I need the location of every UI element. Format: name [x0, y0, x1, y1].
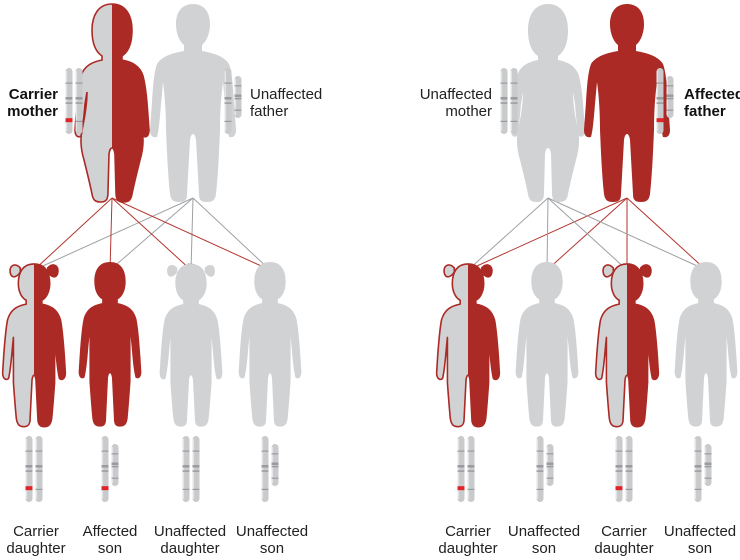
panel1-child1-label: Carrier daughter — [0, 523, 74, 557]
panel1-child1-chromosomes-x2 — [36, 436, 43, 502]
panel1-child4-label-line1: Unaffected — [232, 523, 312, 540]
panel1-child2-label: Affected son — [72, 523, 148, 557]
panel1-mother-label: Carrier mother — [2, 86, 58, 120]
panel1-arrow-mother-child1 — [34, 198, 112, 270]
panel1-child4-chromosomes-x — [262, 436, 269, 502]
panel1-child3-label: Unaffected daughter — [150, 523, 230, 557]
panel2-child4-label: Unaffected son — [660, 523, 740, 557]
panel1-child2-chromosomes-y — [112, 444, 119, 486]
panel2-arrow-mother-child1 — [468, 198, 548, 270]
panel2-child2-chromosomes-y — [547, 444, 554, 486]
panel1-child4-label: Unaffected son — [232, 523, 312, 557]
panel1-arrow-mother-child3 — [112, 198, 191, 270]
panel2-child3-label-line1: Carrier — [586, 523, 662, 540]
mutation-marker — [458, 486, 465, 490]
panel2-child4-label-line2: son — [660, 540, 740, 557]
panel2-father-chromosomes-x — [657, 68, 664, 134]
panel2-mother-chromosomes-x2 — [511, 68, 518, 134]
panel2-father-chromosomes-y — [667, 76, 674, 118]
panel1-arrow-father-child4 — [193, 198, 270, 270]
panel2-child3-chromosomes-x2 — [626, 436, 633, 502]
panel1-mother-figure — [75, 4, 149, 202]
panel1-father-label-line2: father — [250, 103, 330, 120]
panel2-child1-chromosomes-x1 — [458, 436, 465, 502]
mutation-marker — [66, 118, 73, 122]
panel1-child2-label-line2: son — [72, 540, 148, 557]
panel1-father-label: Unaffected father — [250, 86, 330, 120]
panel2-father-label: Affected father — [684, 86, 740, 120]
panel2-child4-label-line1: Unaffected — [660, 523, 740, 540]
panel2-child2-figure — [516, 262, 579, 427]
mutation-marker — [616, 486, 623, 490]
panel2-child2-label-line2: son — [504, 540, 584, 557]
panel2-child4-chromosomes-x — [695, 436, 702, 502]
panel2-child3-chromosomes-x1 — [616, 436, 623, 502]
panel1-child3-label-line2: daughter — [150, 540, 230, 557]
panel2-mother-label-line1: Unaffected — [408, 86, 492, 103]
panel2-mother-chromosomes-x1 — [501, 68, 508, 134]
panel2-child1-figure — [437, 264, 500, 427]
panel1-father-figure — [150, 4, 236, 202]
panel1-child1-label-line1: Carrier — [0, 523, 74, 540]
panel2-mother-label-line2: mother — [408, 103, 492, 120]
panel2-child1-label: Carrier daughter — [430, 523, 506, 557]
panel2-child2-label-line1: Unaffected — [504, 523, 584, 540]
panel1-father-chromosomes-x — [225, 68, 232, 134]
panel2-child4-chromosomes-y — [705, 444, 712, 486]
panel1-child4-label-line2: son — [232, 540, 312, 557]
panel2-child3-figure — [596, 264, 659, 427]
panel1-mother-chromosomes-x2 — [76, 68, 83, 134]
panel2-child3-label-line2: daughter — [586, 540, 662, 557]
panel1-father-label-line1: Unaffected — [250, 86, 330, 103]
panel2-arrow-father-child4 — [627, 198, 706, 270]
panel1-father-chromosomes-y — [235, 76, 242, 118]
panel1-child2-chromosomes-x — [102, 436, 109, 502]
panel1-child3-chromosomes-x2 — [193, 436, 200, 502]
panel2-mother-figure — [511, 4, 585, 202]
panel1-child2-figure — [79, 262, 142, 427]
panel2-child1-label-line1: Carrier — [430, 523, 506, 540]
panel1-child1-chromosomes-x1 — [26, 436, 33, 502]
panel2-child1-label-line2: daughter — [430, 540, 506, 557]
mutation-marker — [657, 118, 664, 122]
panel2-father-label-line1: Affected — [684, 86, 740, 103]
panel1-child3-chromosomes-x1 — [183, 436, 190, 502]
panel1-child1-figure — [3, 264, 66, 427]
panel2-arrow-mother-child2 — [547, 198, 548, 270]
panel1-child2-label-line1: Affected — [72, 523, 148, 540]
panel2-child1-chromosomes-x2 — [468, 436, 475, 502]
panel1-arrow-father-child1 — [34, 198, 193, 270]
panel2-child3-label: Carrier daughter — [586, 523, 662, 557]
panel1-child3-figure — [160, 264, 223, 427]
panel1-child4-chromosomes-y — [272, 444, 279, 486]
mutation-marker — [26, 486, 33, 490]
panel1-mother-label-line1: Carrier — [2, 86, 58, 103]
mutation-marker — [102, 486, 109, 490]
panel1-child1-label-line2: daughter — [0, 540, 74, 557]
panel2-child2-label: Unaffected son — [504, 523, 584, 557]
panel1-mother-chromosomes-x1 — [66, 68, 73, 134]
panel2-child2-chromosomes-x — [537, 436, 544, 502]
panel1-child3-label-line1: Unaffected — [150, 523, 230, 540]
panel1-arrow-mother-child2 — [110, 198, 112, 270]
panel1-mother-label-line2: mother — [2, 103, 58, 120]
panel2-child4-figure — [675, 262, 738, 427]
panel2-mother-label: Unaffected mother — [408, 86, 492, 120]
panel2-father-label-line2: father — [684, 103, 740, 120]
panel1-child4-figure — [239, 262, 302, 427]
inheritance-arrows — [34, 198, 706, 270]
